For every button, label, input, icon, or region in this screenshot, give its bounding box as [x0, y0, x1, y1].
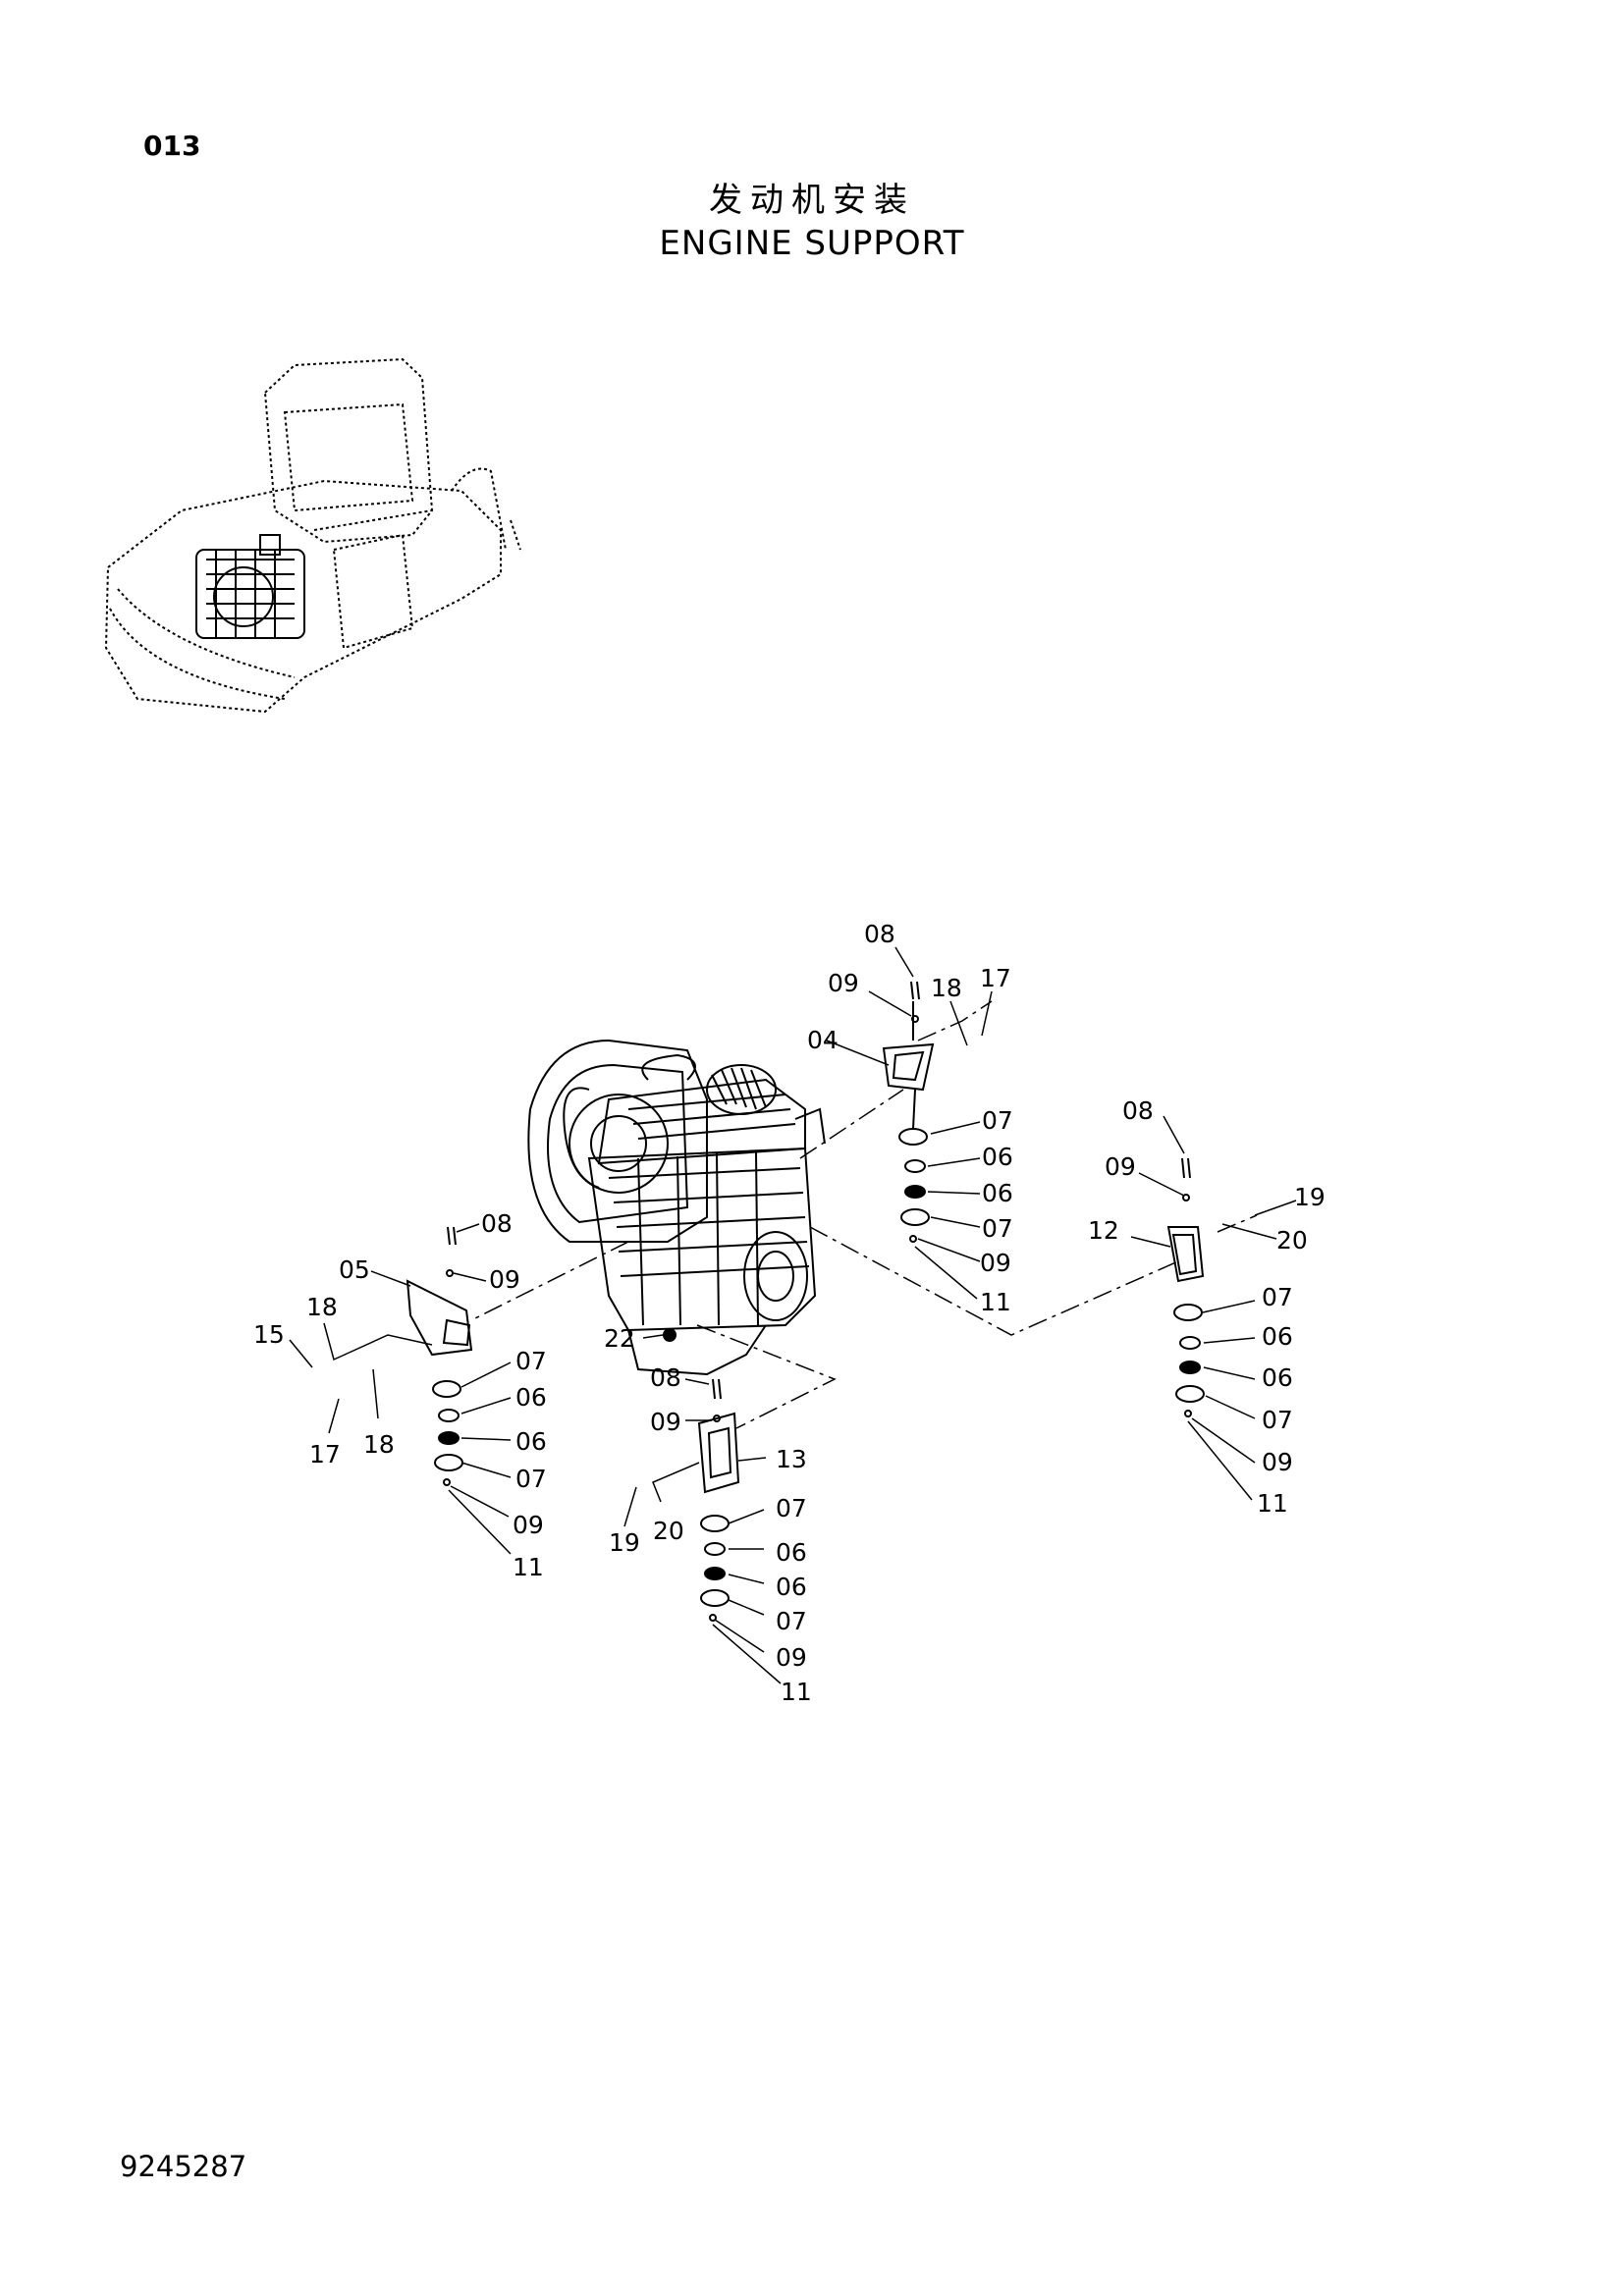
callout-rear-06b: 06 [982, 1179, 1013, 1207]
callout-rear-07b: 07 [982, 1214, 1013, 1243]
callout-center-13: 13 [776, 1445, 807, 1473]
callout-center-19: 19 [609, 1528, 640, 1557]
callout-center-09: 09 [650, 1408, 681, 1436]
callout-rear-09b: 09 [980, 1249, 1011, 1277]
callout-left-08: 08 [481, 1209, 513, 1238]
callout-center-09b: 09 [776, 1643, 807, 1672]
callout-right-19: 19 [1294, 1183, 1326, 1211]
center-mount-parts [663, 1328, 740, 1622]
callout-rear-08: 08 [864, 920, 895, 948]
callout-right-07a: 07 [1262, 1283, 1293, 1311]
callout-left-09b: 09 [513, 1511, 544, 1539]
callout-right-12: 12 [1088, 1216, 1119, 1245]
callout-center-22: 22 [604, 1324, 635, 1353]
callout-rear-07a: 07 [982, 1106, 1013, 1135]
callout-left-11: 11 [513, 1553, 544, 1581]
engine-mini-illustration [195, 534, 305, 639]
callout-center-07a: 07 [776, 1494, 807, 1522]
callout-center-06b: 06 [776, 1573, 807, 1601]
callout-rear-17: 17 [980, 964, 1011, 992]
callout-left-05: 05 [339, 1255, 370, 1284]
left-mount-parts [406, 1226, 473, 1486]
callout-left-18a: 18 [306, 1293, 338, 1321]
callout-right-08: 08 [1122, 1096, 1154, 1125]
callout-rear-18: 18 [931, 974, 962, 1002]
callout-labels: 08 09 18 17 04 07 06 06 07 09 11 08 09 1… [253, 920, 1326, 1706]
page-number: 013 [143, 130, 201, 162]
callout-center-11: 11 [781, 1678, 812, 1706]
callout-rear-09: 09 [828, 969, 859, 997]
callout-right-06b: 06 [1262, 1363, 1293, 1392]
callout-right-11: 11 [1257, 1489, 1288, 1518]
rear-mount-parts [882, 981, 935, 1243]
callout-left-18b: 18 [363, 1430, 395, 1459]
assembly-center-lines [470, 1000, 1258, 1429]
callout-left-17: 17 [309, 1440, 341, 1468]
machine-overview-illustration [104, 357, 521, 714]
callout-right-20: 20 [1276, 1226, 1308, 1255]
document-number: 9245287 [120, 2150, 247, 2183]
callout-left-07a: 07 [515, 1347, 547, 1375]
callout-right-09: 09 [1105, 1152, 1136, 1181]
callout-left-06b: 06 [515, 1427, 547, 1456]
engine-assembly-illustration [527, 1039, 826, 1376]
callout-left-15: 15 [253, 1320, 285, 1349]
page-title-english: ENGINE SUPPORT [659, 224, 965, 263]
callout-left-09: 09 [489, 1265, 520, 1294]
callout-right-06a: 06 [1262, 1322, 1293, 1351]
callout-rear-04: 04 [807, 1026, 839, 1054]
right-mount-parts [1166, 1157, 1205, 1417]
callout-right-07b: 07 [1262, 1406, 1293, 1434]
callout-center-06a: 06 [776, 1538, 807, 1567]
callout-rear-06a: 06 [982, 1143, 1013, 1171]
callout-left-07b: 07 [515, 1465, 547, 1493]
callout-leader-lines [289, 946, 1297, 1684]
callout-left-06a: 06 [515, 1383, 547, 1412]
callout-rear-11: 11 [980, 1288, 1011, 1316]
page-title-chinese: 发动机安装 [709, 181, 915, 220]
callout-center-08: 08 [650, 1363, 681, 1392]
callout-right-09b: 09 [1262, 1448, 1293, 1476]
callout-center-07b: 07 [776, 1607, 807, 1635]
callout-center-20: 20 [653, 1517, 684, 1545]
